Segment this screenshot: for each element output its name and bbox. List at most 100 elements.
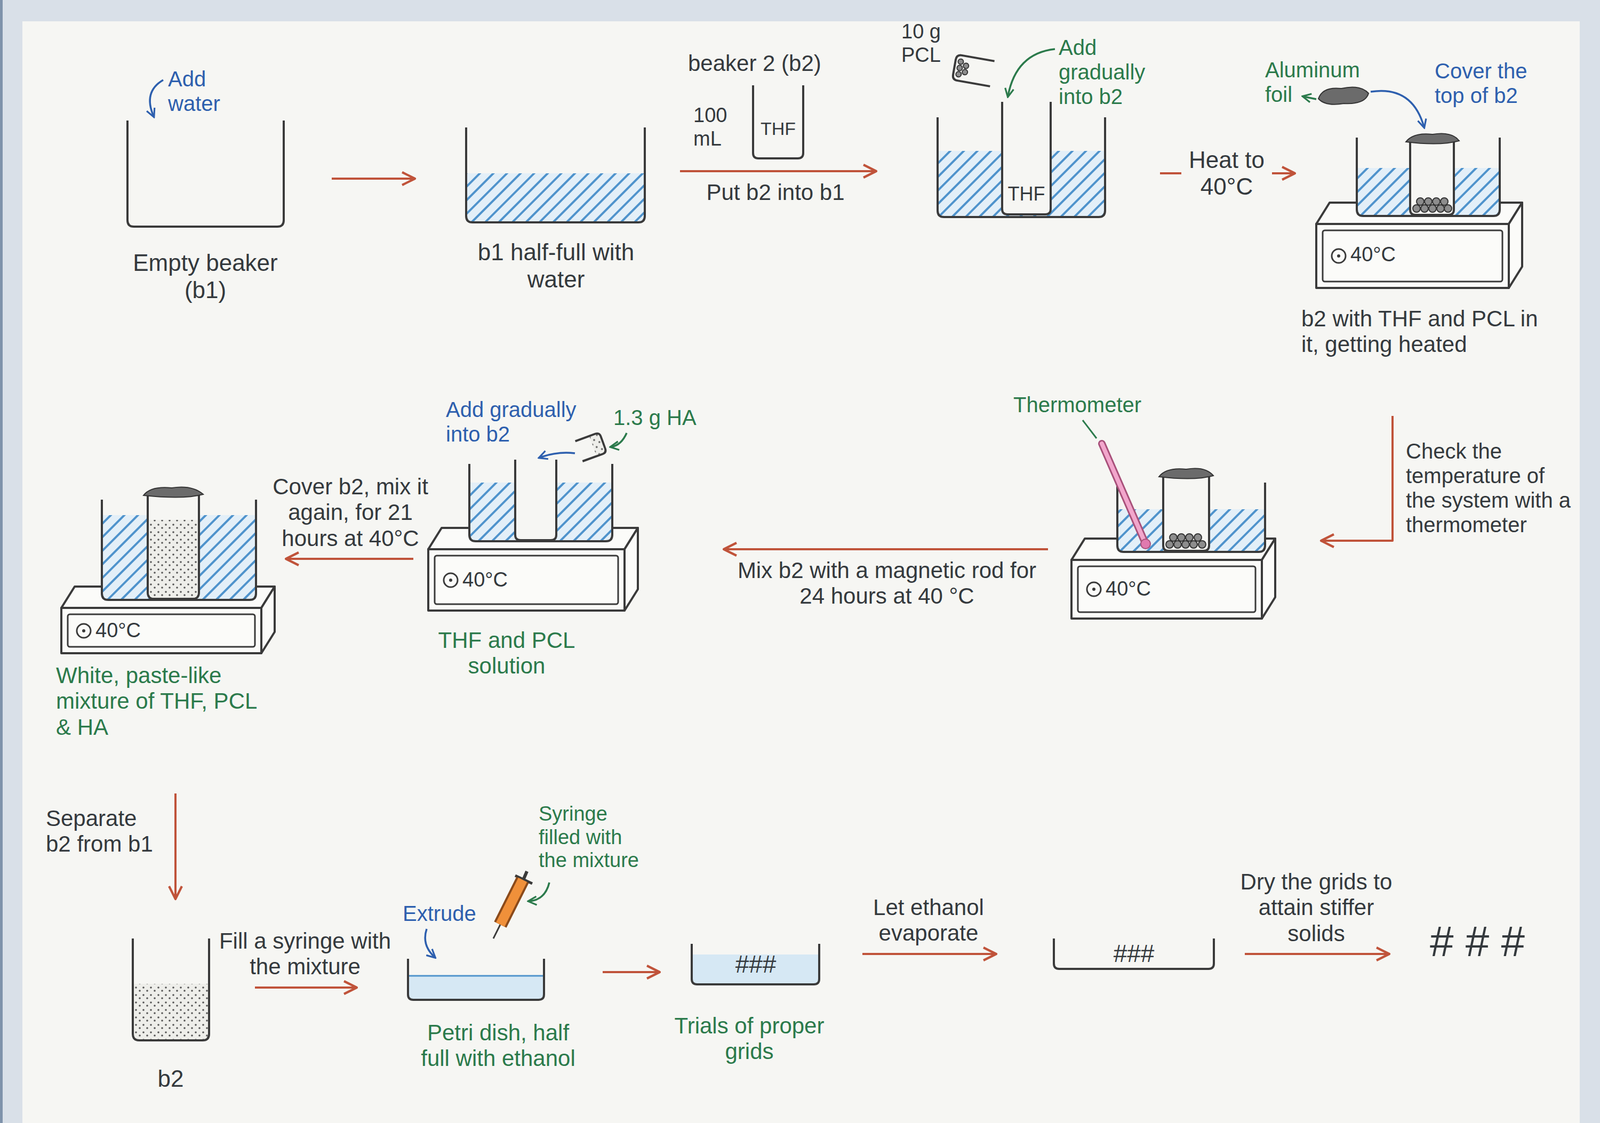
text-slot: Empty beaker (b1) [120,249,291,304]
callout-label: Cover the top of b2 [1434,58,1558,108]
text-slot: THF and PCL solution [426,627,587,680]
beaker-in-beaker [1444,204,1452,213]
thermometer [1082,420,1151,549]
callout-label: Add water [168,66,227,116]
process-stage: b2 [128,928,214,1096]
callout-label: Aluminum foil [1265,57,1372,107]
beaker-in-beaker [469,459,613,542]
label-slot: 1.3 g HA [613,405,720,430]
edge-label-slot: Mix b2 with a magnetic rod for 24 hours … [726,557,1047,610]
small-beaker [753,85,804,159]
text-slot: 40°C [462,568,522,592]
hotplate [67,614,255,647]
beaker-in-beaker [1185,533,1194,542]
empty-beaker [149,80,164,117]
label-slot: 10 g PCL [901,20,950,67]
beaker-in-beaker [101,487,256,601]
edge-label-slot: Separate b2 from b1 [45,805,161,858]
edge-label-slot: Dry the grids to attain stiffer solids [1228,869,1405,947]
petri-dish [691,944,820,985]
callout-label: beaker 2 (b2) [688,50,864,77]
process-stage: 40°C White, paste-like mixture of THF, PC… [53,480,278,743]
pcl-beaker [962,62,970,70]
process-stage: ### [1048,928,1219,976]
leader-arrow [425,929,435,958]
text-slot: 40°C [1350,243,1410,267]
petri-dish [691,944,820,985]
beaker-b2 [132,938,210,1041]
label-slot: Extrude [402,901,488,926]
label-slot: Syringe filled with the mixture [538,802,651,873]
small-beaker [753,85,804,159]
hotplate [61,608,262,654]
stage-caption: White, paste-like mixture of THF, PCL & … [56,662,259,741]
flow-arrow [174,793,177,898]
leader-arrow [611,433,627,447]
label-slot: Aluminum foil [1265,57,1372,107]
flow-arrow [1244,953,1388,956]
process-stage: THF [933,98,1110,222]
edge-label-slot: Check the temperature of the system with… [1405,438,1577,538]
process-stage: ###Trials of proper grids [672,938,827,1072]
stage-caption: Petri dish, half full with ethanol [418,1020,579,1072]
hotplate [261,586,275,654]
beaker-b2 [132,938,210,1041]
callout-label: 10 g PCL [901,20,950,67]
callout-label: Syringe filled with the mixture [538,802,651,873]
beaker-b2 [133,984,208,1040]
beaker-in-beaker [1412,204,1421,213]
thermometer [1140,539,1151,549]
ha-beaker [575,432,607,462]
process-stage: 40°Cb2 with THF and PCL in it, getting h… [1301,133,1547,363]
aluminum-foil [1318,86,1369,104]
petri-dish [408,958,544,1000]
flow-arrow [1322,416,1393,541]
syringe [500,880,523,925]
edge-label: Fill a syringe with the mixture [214,928,396,981]
beaker-in-beaker [1169,533,1178,542]
text-slot: ### [1080,939,1188,968]
stage-caption: THF and PCL solution [426,627,587,680]
thermometer [1101,443,1146,544]
beaker-in-beaker [1405,133,1460,144]
petri-dish [409,975,543,978]
beaker-in-beaker [1002,101,1051,215]
label-slot: Add gradually into b2 [1058,35,1166,109]
text-slot: Petri dish, half full with ethanol [418,1020,579,1072]
stage-caption: Empty beaker (b1) [120,249,291,304]
edge-label: Dry the grids to attain stiffer solids [1228,869,1405,947]
beaker-in-beaker [1428,204,1437,213]
label-slot: Add gradually into b2 [445,397,596,447]
beaker-in-beaker [1181,540,1190,549]
plate-reading: 40°C [462,568,522,592]
process-stage: # # # [1408,917,1547,971]
edge-label: Check the temperature of the system with… [1405,438,1577,538]
edge-label-slot: Heat to 40°C [1181,146,1272,201]
plate-reading: 40°C [95,619,155,643]
pcl-beaker [952,54,995,87]
callout-label: THF [753,118,804,140]
stage-caption: THF [1002,182,1051,205]
edge-label: Heat to 40°C [1181,146,1272,201]
beaker-in-beaker [143,487,204,498]
beaker-in-beaker [147,493,199,599]
leader-arrow [529,882,550,902]
text-slot: THF [1002,182,1051,205]
hotplate [82,629,86,633]
flow-arrow [254,986,356,989]
stage-caption: b2 [128,1065,214,1093]
hotplate [1077,566,1256,613]
edge-label: Cover b2, mix it again, for 21 hours at … [270,474,431,552]
beaker-in-beaker [1424,197,1432,206]
beaker-in-beaker [1410,139,1454,215]
process-stage: Empty beaker (b1) [120,117,291,320]
label-slot: Thermometer [1013,392,1158,418]
hotplate [1508,202,1523,288]
beaker-in-beaker [1117,468,1266,553]
text-slot: 40°C [95,619,155,643]
process-stage: Petri dish, half full with ethanol [405,954,598,1102]
beaker-in-beaker [1416,197,1424,206]
pcl-beaker [955,71,963,78]
text-slot: 40°C [1105,577,1165,602]
edge-label-slot: Fill a syringe with the mixture [214,928,396,981]
